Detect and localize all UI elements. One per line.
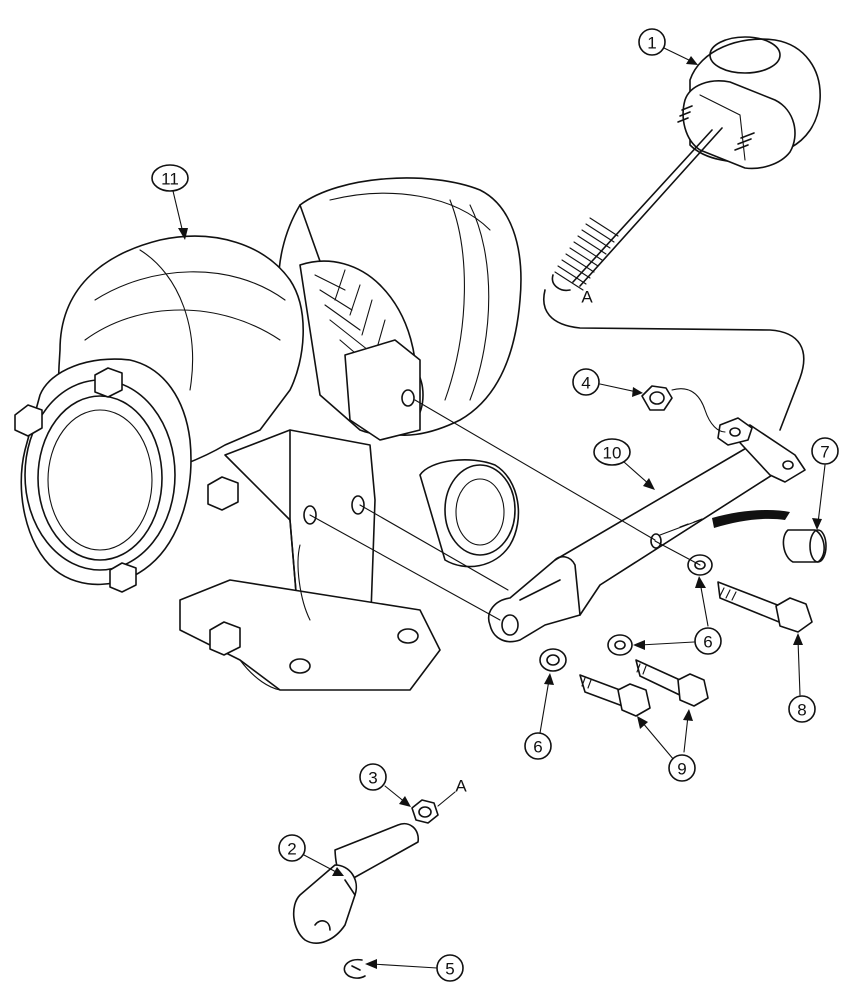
callout-9: 9	[668, 754, 696, 782]
callout-10: 10	[593, 438, 631, 466]
svg-text:5: 5	[445, 960, 454, 979]
svg-text:8: 8	[797, 701, 806, 720]
oil-port	[419, 459, 520, 568]
center-housing-bracket	[179, 339, 441, 691]
callout-6-upper: 6	[694, 627, 722, 655]
bolt-8	[717, 581, 813, 633]
reference-letter-a-upper: A	[581, 288, 593, 307]
wastegate-actuator	[551, 36, 821, 292]
jam-nut-3	[411, 799, 439, 824]
tab-washer	[717, 417, 753, 446]
bolt-9-front	[579, 674, 651, 717]
e-clip-5	[343, 958, 366, 979]
callout-11: 11	[151, 164, 189, 192]
callout-3: 3	[359, 763, 387, 791]
svg-text:10: 10	[603, 444, 622, 463]
callout-1: 1	[638, 28, 666, 56]
reference-letter-a-lower: A	[455, 777, 467, 796]
callout-5: 5	[436, 954, 464, 982]
assembly-centerlines	[309, 289, 805, 621]
turbine-housing	[14, 235, 304, 593]
svg-text:2: 2	[287, 840, 296, 859]
lock-nut-4	[641, 385, 673, 411]
svg-text:11: 11	[161, 170, 179, 189]
callout-6-lower: 6	[524, 732, 552, 760]
svg-text:6: 6	[533, 738, 542, 757]
svg-text:4: 4	[581, 374, 590, 393]
svg-text:7: 7	[820, 443, 829, 462]
callout-8: 8	[788, 695, 816, 723]
callout-4: 4	[572, 368, 600, 396]
leader-lines	[172, 47, 826, 969]
washer-middle	[607, 634, 633, 656]
washer-lower	[539, 648, 567, 672]
svg-text:3: 3	[368, 769, 377, 788]
rod-end-clevis	[292, 823, 420, 944]
svg-text:1: 1	[647, 34, 656, 53]
spacer-sleeve	[712, 510, 827, 563]
svg-text:9: 9	[677, 760, 686, 779]
callout-2: 2	[278, 834, 306, 862]
bolt-9-rear	[635, 659, 709, 707]
callout-7: 7	[811, 437, 839, 465]
svg-text:6: 6	[703, 633, 712, 652]
turbocharger-assembly	[14, 177, 522, 691]
